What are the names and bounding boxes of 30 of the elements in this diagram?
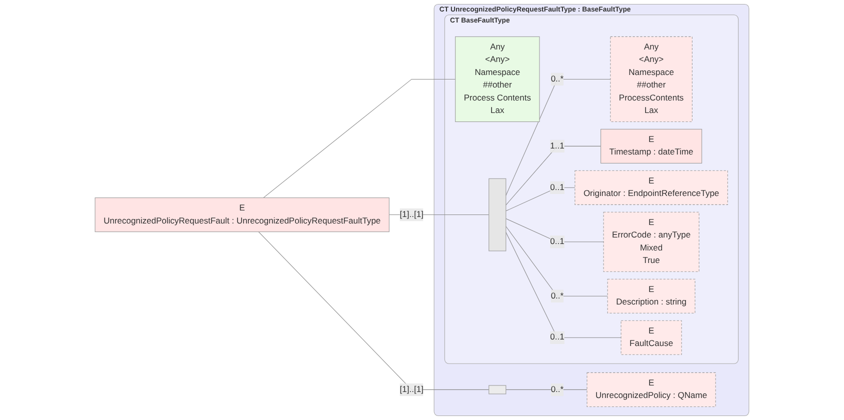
node-box: E FaultCause xyxy=(620,320,682,355)
connector xyxy=(258,232,490,390)
node-box: Any <Any> Namespace ##other Process Contents Lax xyxy=(455,36,540,122)
node-box: E Originator : EndpointReferenceType xyxy=(574,170,728,205)
node-box xyxy=(488,385,506,394)
node-box: E Timestamp : dateTime xyxy=(600,128,702,164)
connector xyxy=(263,78,456,198)
edge-label: [1]..[1] xyxy=(400,210,424,220)
edge-label: 1..1 xyxy=(550,141,564,150)
connector xyxy=(506,78,611,196)
node-box: E ErrorCode : anyType Mixed True xyxy=(603,212,700,272)
node-box: Any <Any> Namespace ##other ProcessContents Lax xyxy=(610,36,692,122)
node-bar xyxy=(488,178,506,252)
edge-label: [1]..[1] xyxy=(400,384,424,394)
connector xyxy=(506,146,602,206)
edge-label: 0..1 xyxy=(550,182,564,192)
node-box: E UnrecognizedPolicy : QName xyxy=(586,372,716,407)
connector xyxy=(506,389,588,390)
edge-label: 0..* xyxy=(550,74,564,84)
edge-label: 0..* xyxy=(550,384,564,394)
edge-label: 0..* xyxy=(550,291,564,300)
connector xyxy=(506,218,604,242)
edge-label: 0..1 xyxy=(550,332,564,342)
connector xyxy=(506,187,576,212)
edge-label: 0..1 xyxy=(550,237,564,246)
node-box: E UnrecognizedPolicyRequestFault : UnrecognizedPolicyRequestFaultType xyxy=(94,198,390,232)
connector xyxy=(388,214,490,216)
node-box: E Description : string xyxy=(607,278,696,314)
connector xyxy=(506,232,622,338)
connector xyxy=(506,226,608,296)
